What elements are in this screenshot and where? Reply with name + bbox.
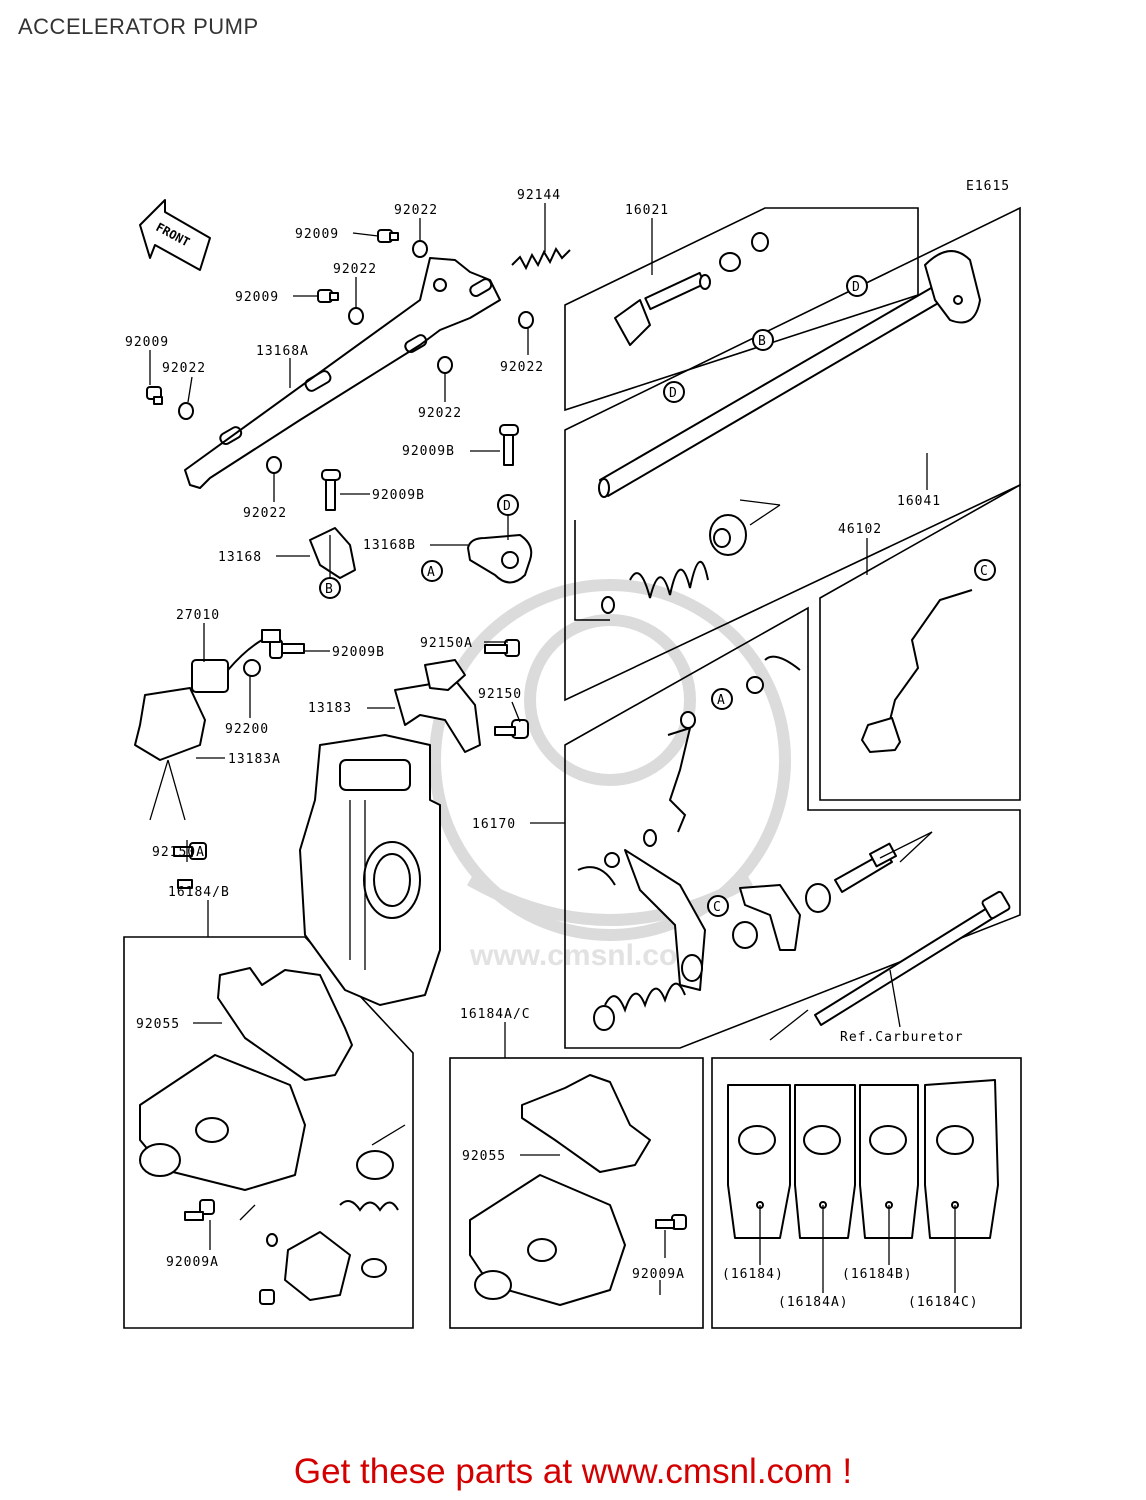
label-46102: 46102 [838,522,882,537]
marker-d-3: D [503,499,512,514]
marker-d-2: D [669,386,678,401]
label-92150a-2: 92150A [152,845,205,860]
shaft-16021 [614,232,769,346]
part-labels: 92144 16021 92022 92009 92022 92009 9200… [125,188,979,1310]
label-16041: 16041 [897,494,941,509]
sensor-27010 [191,629,281,693]
label-92009b-3: 92009B [332,645,385,660]
label-v16184a: (16184A) [778,1295,849,1310]
front-arrow-icon: FRONT [139,199,211,271]
label-92150: 92150 [478,687,522,702]
lever-13168b [467,534,533,584]
marker-b-2: B [325,582,334,597]
label-27010: 27010 [176,608,220,623]
markers: D B D D A B C A C [319,275,996,917]
marker-c-1: C [980,564,989,579]
bracket-13168a [184,257,501,489]
marker-a-2: A [717,693,726,708]
screws-92009b [269,424,519,659]
marker-a-1: A [427,565,436,580]
screw-92150a-lower [173,842,207,860]
label-92009-b: 92009 [235,290,279,305]
leader-lines [149,203,956,1295]
marker-d-1: D [852,280,861,295]
label-92022-a: 92022 [394,203,438,218]
label-13168a: 13168A [256,344,309,359]
watermark-text: www.cmsnl.com [469,939,704,972]
linkage-16170 [577,655,897,1031]
bracket-13183 [394,639,529,753]
label-92200: 92200 [225,722,269,737]
marker-c-2: C [713,900,722,915]
label-92022-f: 92022 [243,506,287,521]
label-92055-a: 92055 [136,1017,180,1032]
long-screw-ref [814,890,1011,1026]
float-chamber-16184b [139,967,399,1305]
label-92009b-2: 92009B [372,488,425,503]
label-16184ac: 16184A/C [460,1007,531,1022]
carburetor-body [299,734,441,1006]
label-92022-c: 92022 [162,361,206,376]
label-v16184: (16184) [722,1267,784,1282]
label-16170: 16170 [472,817,516,832]
marker-b-1: B [758,334,767,349]
label-92022-e: 92022 [418,406,462,421]
panel-outlines [123,206,1022,1329]
label-v16184b: (16184B) [842,1267,913,1282]
label-92009a-1: 92009A [166,1255,219,1270]
watermark-logo [429,579,791,941]
label-16184b: 16184/B [168,885,230,900]
diagram-code: E1615 [966,179,1010,194]
label-13168: 13168 [218,550,262,565]
float-chamber-16184ac [469,1074,687,1306]
label-92009a-2: 92009A [632,1267,685,1282]
label-ref-carburetor: Ref.Carburetor [840,1030,964,1045]
label-92022-d: 92022 [500,360,544,375]
label-92009-a: 92009 [295,227,339,242]
bracket-13183a [134,687,206,761]
rod-46102 [861,589,973,753]
page-title: ACCELERATOR PUMP [18,14,259,39]
label-92150a-1: 92150A [420,636,473,651]
label-92144: 92144 [517,188,561,203]
label-13183: 13183 [308,701,352,716]
part-13168 [309,527,356,579]
label-13168b: 13168B [363,538,416,553]
label-92009b-1: 92009B [402,444,455,459]
spring-92144 [511,246,571,271]
label-92009-c: 92009 [125,335,169,350]
label-v16184c: (16184C) [908,1295,979,1310]
label-13183a: 13183A [228,752,281,767]
screw-92150a [177,879,193,889]
footer-link-text[interactable]: Get these parts at www.cmsnl.com ! [293,1452,853,1491]
chamber-variants [727,1079,999,1239]
label-16021: 16021 [625,203,669,218]
label-92055-b: 92055 [462,1149,506,1164]
label-92022-b: 92022 [333,262,377,277]
pump-spring-assembly [601,514,747,614]
screws-and-washers [146,229,534,474]
shaft-16041 [598,250,981,498]
